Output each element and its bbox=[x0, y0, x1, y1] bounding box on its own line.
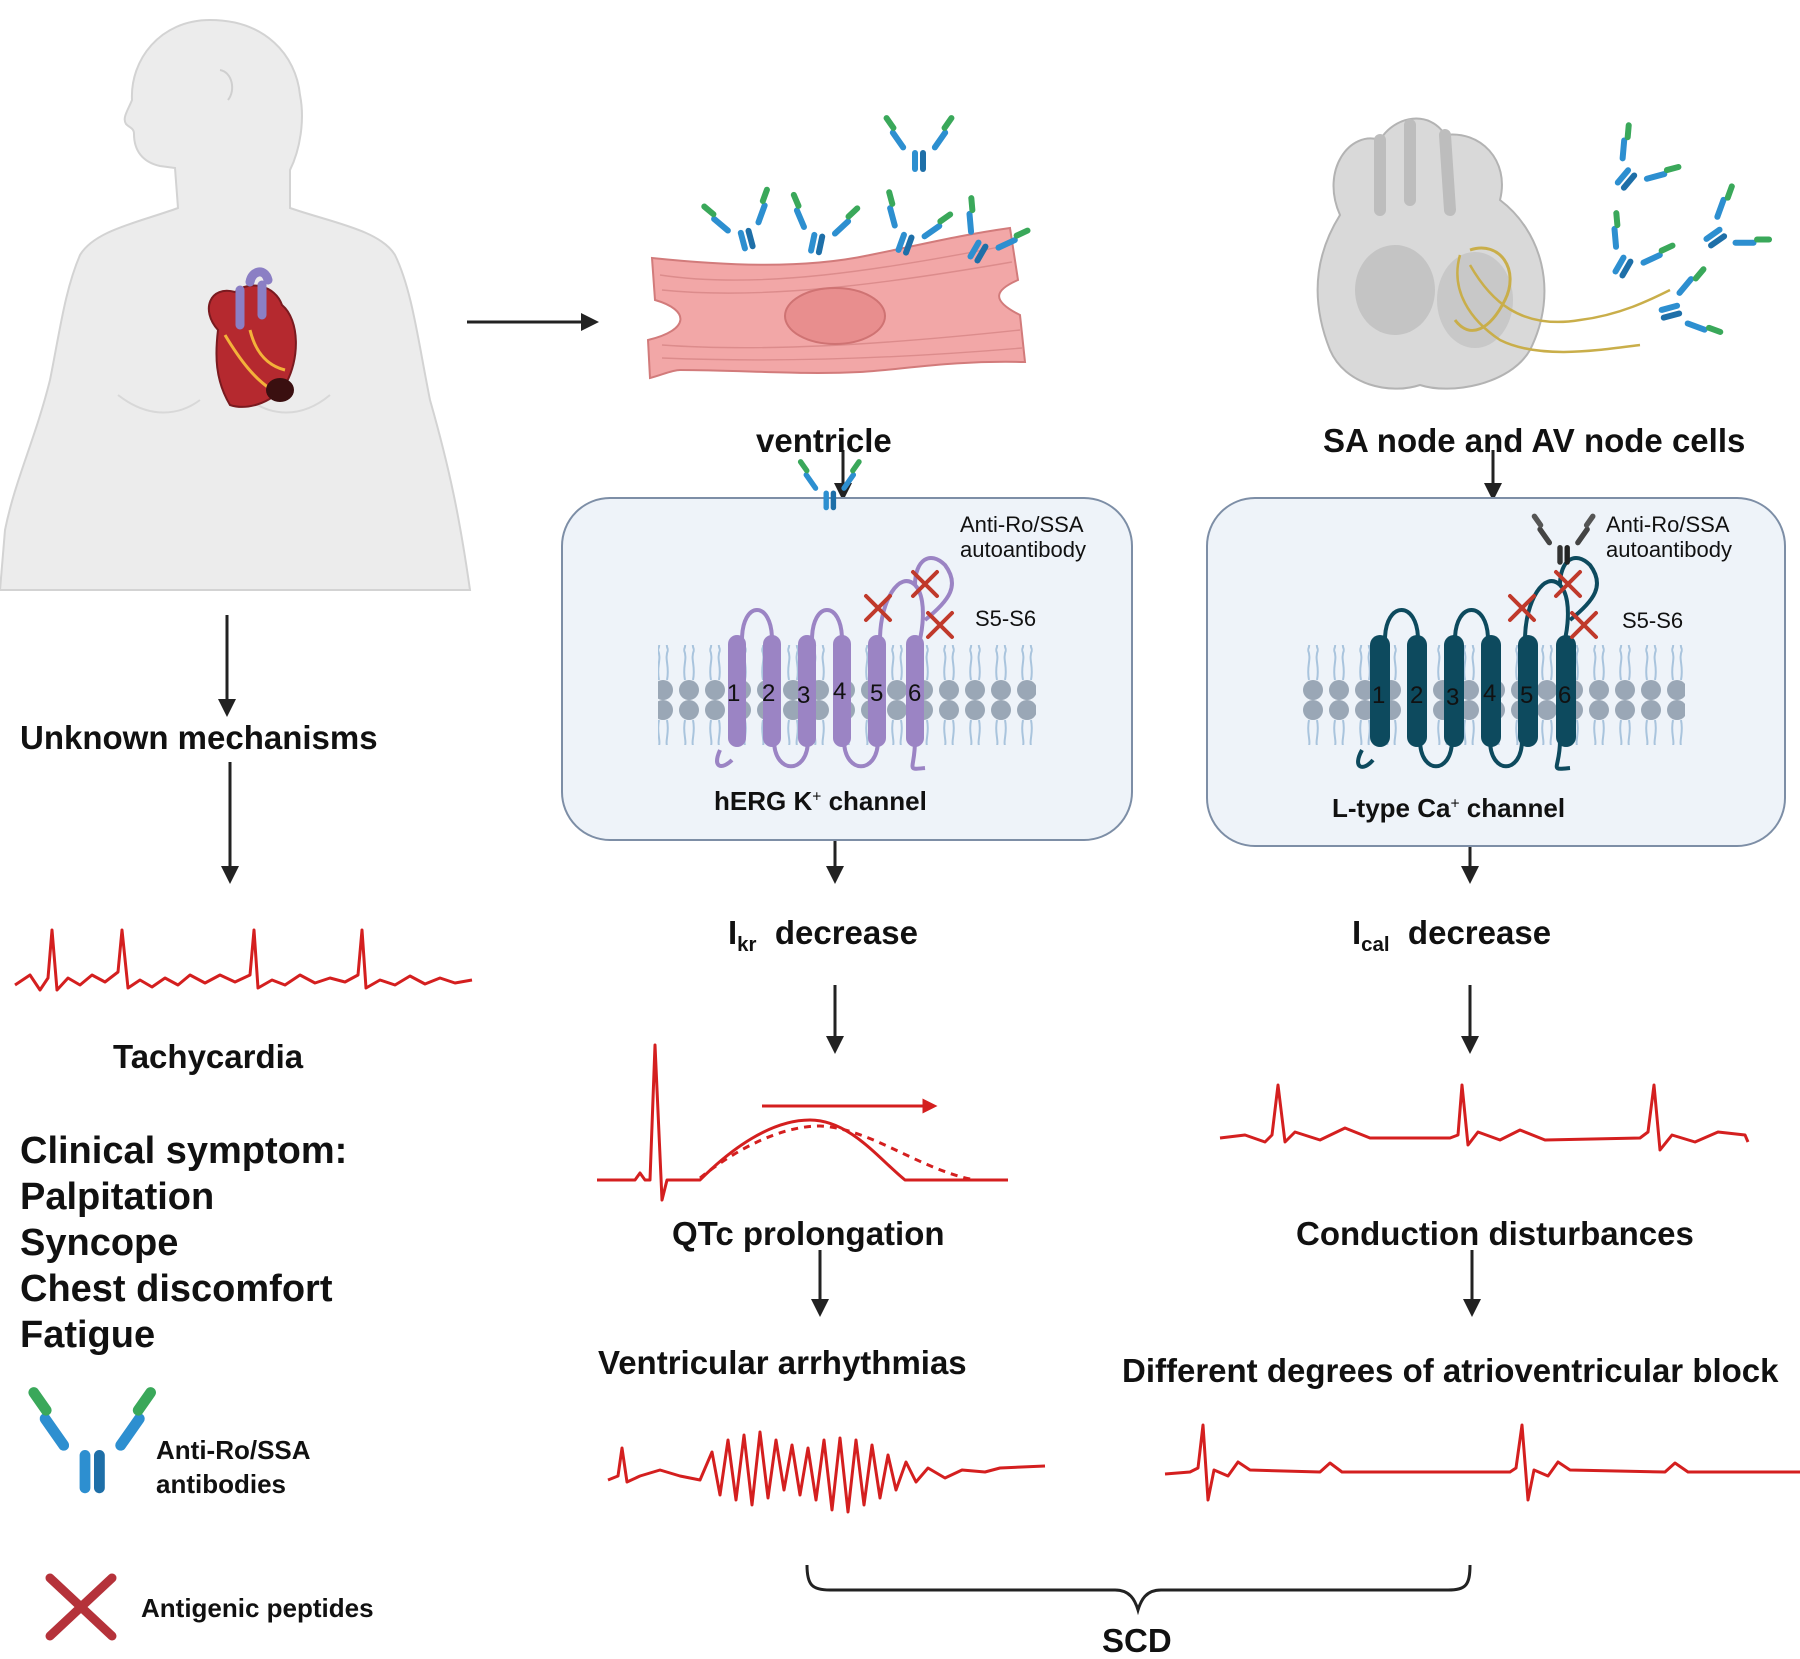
ltype-segment-6: 6 bbox=[1558, 682, 1572, 709]
ical-main: I bbox=[1352, 914, 1362, 951]
heart-conduction-illustration bbox=[1316, 117, 1775, 390]
ltype-autoantibody-label: Anti-Ro/SSA autoantibody bbox=[1606, 512, 1732, 563]
legend-antibody-icon bbox=[28, 1387, 156, 1494]
ltype-channel-panel bbox=[1206, 497, 1786, 847]
ecg-traces bbox=[14, 928, 1800, 1514]
legend-antibodies-line2: antibodies bbox=[156, 1469, 287, 1499]
herg-autoantibody-line1: Anti-Ro/SSA bbox=[960, 512, 1084, 537]
ltype-s5s6-label: S5-S6 bbox=[1622, 608, 1684, 633]
ventricular-myocyte-illustration bbox=[646, 113, 1034, 380]
herg-tail: channel bbox=[821, 786, 927, 816]
legend-peptides-label: Antigenic peptides bbox=[141, 1593, 374, 1623]
symptom-item: Fatigue bbox=[20, 1314, 156, 1356]
ikr-subscript: kr bbox=[737, 933, 757, 957]
label-ltype-channel: L-type Ca+ channel bbox=[1332, 795, 1565, 821]
ltype-segment-5: 5 bbox=[1520, 682, 1534, 709]
human-body-illustration bbox=[0, 18, 472, 591]
clinical-symptoms: Clinical symptom: Palpitation Syncope Ch… bbox=[20, 1128, 347, 1358]
ical-subscript: cal bbox=[1361, 933, 1390, 957]
ventricular-arrhythmia-ecg bbox=[607, 1430, 1046, 1514]
ical-tail: decrease bbox=[1389, 914, 1552, 951]
ltype-autoantibody-line2: autoantibody bbox=[1606, 537, 1732, 563]
herg-text: hERG K bbox=[714, 786, 813, 816]
label-ikr-decrease: Ikr decrease bbox=[728, 916, 918, 956]
label-scd: SCD bbox=[1102, 1622, 1172, 1659]
label-ventricular-arrhythmias: Ventricular arrhythmias bbox=[598, 1344, 967, 1381]
label-unknown-mechanisms: Unknown mechanisms bbox=[20, 719, 378, 756]
ltype-segment-2: 2 bbox=[1410, 682, 1424, 709]
herg-autoantibody-line2: autoantibody bbox=[960, 537, 1086, 563]
label-av-block: Different degrees of atrioventricular bl… bbox=[1122, 1352, 1779, 1389]
label-herg-channel: hERG K+ channel bbox=[714, 788, 927, 814]
ltype-segment-4: 4 bbox=[1483, 680, 1497, 707]
ltype-tail: channel bbox=[1459, 793, 1566, 823]
label-qtc-prolongation: QTc prolongation bbox=[672, 1215, 945, 1252]
ikr-main: I bbox=[728, 914, 738, 951]
av-block-ecg bbox=[1164, 1423, 1800, 1502]
herg-segment-5: 5 bbox=[870, 680, 884, 707]
symptom-item: Chest discomfort bbox=[20, 1268, 333, 1310]
ltype-text: L-type Ca bbox=[1332, 793, 1451, 823]
legend-cross-icon bbox=[45, 1573, 117, 1641]
qtc-ecg bbox=[597, 1043, 1008, 1202]
herg-segment-1: 1 bbox=[727, 680, 741, 707]
symptom-item: Syncope bbox=[20, 1222, 179, 1264]
ltype-segment-1: 1 bbox=[1372, 682, 1386, 709]
label-sa-av-node: SA node and AV node cells bbox=[1323, 422, 1746, 459]
label-ventricle: ventricle bbox=[756, 422, 892, 459]
ltype-segment-3: 3 bbox=[1446, 684, 1460, 711]
conduction-ecg bbox=[1219, 1083, 1750, 1152]
label-conduction-disturbances: Conduction disturbances bbox=[1296, 1215, 1694, 1252]
scd-brace bbox=[805, 1564, 1472, 1616]
tachycardia-ecg bbox=[14, 928, 473, 992]
herg-s5s6-label: S5-S6 bbox=[975, 606, 1037, 631]
symptom-item: Palpitation bbox=[20, 1176, 215, 1218]
symptoms-header: Clinical symptom: bbox=[20, 1130, 348, 1172]
herg-superscript: + bbox=[812, 788, 822, 806]
herg-segment-6: 6 bbox=[908, 680, 922, 707]
herg-segment-2: 2 bbox=[762, 680, 776, 707]
legend-antibodies-line1: Anti-Ro/SSA bbox=[156, 1435, 311, 1465]
ikr-tail: decrease bbox=[756, 914, 918, 951]
ltype-superscript: + bbox=[1450, 795, 1460, 813]
label-tachycardia: Tachycardia bbox=[113, 1038, 304, 1075]
herg-segment-4: 4 bbox=[833, 678, 847, 705]
qtc-prolonged-dashed bbox=[699, 1124, 976, 1182]
label-ical-decrease: Ical decrease bbox=[1352, 916, 1551, 956]
legend-antibodies-label: Anti-Ro/SSA antibodies bbox=[156, 1433, 311, 1501]
herg-channel-panel bbox=[561, 458, 1133, 841]
herg-autoantibody-label: Anti-Ro/SSA autoantibody bbox=[960, 512, 1086, 563]
ltype-autoantibody-line1: Anti-Ro/SSA bbox=[1606, 512, 1730, 537]
herg-segment-3: 3 bbox=[797, 682, 811, 709]
